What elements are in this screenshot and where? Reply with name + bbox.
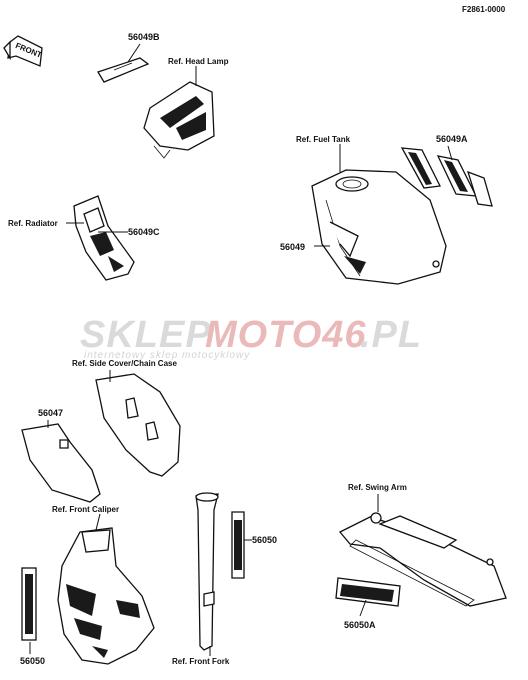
ref-side-cover: Ref. Side Cover/Chain Case bbox=[72, 359, 177, 368]
side-panel-56047 bbox=[21, 420, 101, 503]
fuel-tank bbox=[311, 144, 447, 285]
watermark-part1: SKLEP bbox=[80, 314, 212, 356]
figure-code: F2861-0000 bbox=[462, 5, 506, 14]
front-fork bbox=[195, 492, 219, 656]
watermark-subtitle: internetowy sklep motocyklowy bbox=[84, 350, 250, 361]
watermark: SKLEP MOTO46 .PL internetowy sklep motoc… bbox=[80, 314, 422, 361]
watermark-part2: MOTO46 bbox=[205, 314, 367, 356]
decal-56050-caliper bbox=[21, 567, 37, 654]
ref-head-lamp: Ref. Head Lamp bbox=[168, 57, 229, 66]
ref-radiator: Ref. Radiator bbox=[8, 219, 58, 228]
part-56047: 56047 bbox=[38, 408, 63, 418]
part-56049b: 56049B bbox=[128, 32, 160, 42]
side-cover-chain-case bbox=[95, 370, 181, 477]
ref-front-caliper: Ref. Front Caliper bbox=[52, 505, 119, 514]
swing-arm bbox=[338, 494, 507, 607]
part-56050-caliper: 56050 bbox=[20, 656, 45, 666]
decal-56049a-kx bbox=[400, 145, 493, 207]
front-arrow-icon: FRONT bbox=[3, 35, 43, 67]
head-lamp-cover bbox=[143, 66, 215, 159]
part-56049: 56049 bbox=[280, 242, 305, 252]
ref-fuel-tank: Ref. Fuel Tank bbox=[296, 135, 351, 144]
watermark-part3: .PL bbox=[360, 314, 422, 356]
ref-swing-arm: Ref. Swing Arm bbox=[348, 483, 407, 492]
part-56050-fork: 56050 bbox=[252, 535, 277, 545]
part-56050a: 56050A bbox=[344, 620, 376, 630]
front-caliper-guard bbox=[57, 513, 155, 665]
decal-56050-fork bbox=[231, 511, 252, 579]
part-56049a: 56049A bbox=[436, 134, 468, 144]
part-56049c: 56049C bbox=[128, 227, 160, 237]
decal-56049b bbox=[97, 43, 150, 83]
radiator-shroud bbox=[66, 195, 135, 281]
decal-56050a-uni-trak bbox=[335, 577, 401, 617]
ref-front-fork: Ref. Front Fork bbox=[172, 657, 230, 666]
